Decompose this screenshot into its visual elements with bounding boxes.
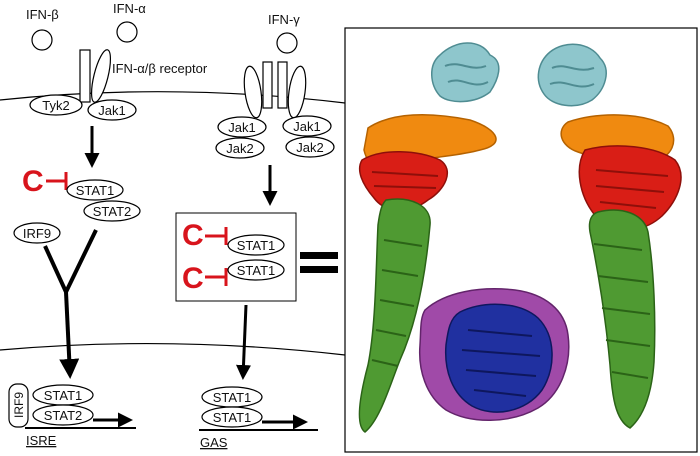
arrow-isgf3-to-nucleus xyxy=(59,291,80,379)
equals-top-bar xyxy=(300,252,338,259)
stat1-label-isre: STAT1 xyxy=(44,388,83,403)
jak1-kinase-gamma-1 xyxy=(217,116,267,138)
ifn-gamma-label: IFN-γ xyxy=(268,12,300,27)
jak1-label-left: Jak1 xyxy=(98,103,125,118)
left-red-sheet xyxy=(371,171,439,189)
left-cyan-strand xyxy=(444,63,489,86)
tyk2-label: Tyk2 xyxy=(42,98,69,113)
gamma-receptor-chain-2 xyxy=(262,61,273,109)
jak1-kinase-gamma-2 xyxy=(282,115,332,137)
irf9-left xyxy=(13,222,61,244)
jak2-kinase-2 xyxy=(285,136,335,158)
stat2-isre xyxy=(32,404,94,426)
gamma-receptor-chain-1 xyxy=(243,65,263,119)
ifn-gamma-ligand xyxy=(276,32,298,54)
stat1-label-gas-lower: STAT1 xyxy=(213,410,252,425)
left-cyan-domain xyxy=(431,42,500,103)
stat1-label-lower: STAT1 xyxy=(237,263,276,278)
irf9-label-left: IRF9 xyxy=(23,226,51,241)
jak2-label-1: Jak2 xyxy=(226,141,253,156)
stat1-dimer-box xyxy=(175,212,297,302)
gas-label: GAS xyxy=(200,435,228,450)
structure-central-domain xyxy=(418,288,570,421)
irf9-bound xyxy=(8,383,29,428)
jak1-label-gamma-2: Jak1 xyxy=(293,119,320,134)
tyk2-kinase xyxy=(29,94,83,116)
right-red-sheet xyxy=(595,169,669,209)
nuclear-membrane xyxy=(0,342,346,356)
receptor-label: IFN-α/β receptor xyxy=(112,61,208,76)
receptor-chain-b xyxy=(90,49,112,103)
jak2-kinase-1 xyxy=(215,137,265,159)
inhibitor-c-lower: C xyxy=(182,262,204,295)
central-blue-domain xyxy=(444,303,553,413)
equals-bottom-bar xyxy=(300,266,338,273)
ifn-alpha-ligand xyxy=(116,21,138,43)
left-green-helix xyxy=(358,198,431,433)
jak1-label-gamma-1: Jak1 xyxy=(228,120,255,135)
stat1-label-gas-upper: STAT1 xyxy=(213,390,252,405)
right-cyan-domain xyxy=(537,43,607,107)
arrow-stat1-to-nucleus xyxy=(236,304,251,380)
protein-structure-panel xyxy=(344,27,698,453)
stat1-lower xyxy=(227,259,285,281)
left-green-coils xyxy=(371,239,423,367)
irf9-label-bound: IRF9 xyxy=(12,392,26,418)
y-branch-left xyxy=(43,245,68,293)
stat2-label-isre: STAT2 xyxy=(44,408,83,423)
inhibitor-c-upper: C xyxy=(182,219,204,252)
y-branch-right xyxy=(64,229,98,293)
stat1-upper xyxy=(227,234,285,256)
right-green-coils xyxy=(593,243,651,379)
stat1-left xyxy=(66,179,124,201)
ifn-beta-label: IFN-β xyxy=(26,7,59,22)
structure-left-monomer xyxy=(358,42,500,433)
ifn-beta-ligand xyxy=(31,29,53,51)
stat1-label-upper: STAT1 xyxy=(237,238,276,253)
inhibitor-c-left: C xyxy=(22,165,44,198)
left-red-domain xyxy=(358,151,449,211)
central-blue-helices xyxy=(461,329,541,397)
right-green-helix xyxy=(588,209,656,429)
receptor-chain-a xyxy=(79,49,91,103)
stat2-left xyxy=(83,200,141,222)
right-cyan-strand xyxy=(549,65,595,88)
gamma-receptor-chain-3 xyxy=(277,61,288,109)
jak2-label-2: Jak2 xyxy=(296,140,323,155)
isre-label: ISRE xyxy=(26,433,57,448)
jak1-kinase-left xyxy=(87,99,137,121)
gamma-receptor-chain-4 xyxy=(287,65,307,119)
structure-right-monomer xyxy=(537,43,682,429)
stat1-label-left: STAT1 xyxy=(76,183,115,198)
stat2-label-left: STAT2 xyxy=(93,204,132,219)
ifn-alpha-label: IFN-α xyxy=(113,1,146,16)
stat1-gas-lower xyxy=(201,406,263,428)
